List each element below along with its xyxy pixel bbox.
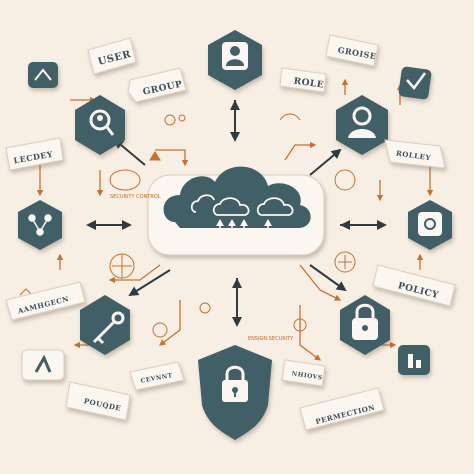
- badge-policy: POLICY: [372, 264, 456, 307]
- orange-decorations: [19, 113, 453, 338]
- orange-connectors: [36, 78, 434, 361]
- hex-key: [80, 295, 130, 355]
- padlock-icon: [352, 303, 378, 340]
- key-icon: [92, 311, 125, 345]
- search-user-icon: [89, 109, 115, 136]
- user-icon: [348, 106, 376, 138]
- hex-lock-right: [408, 200, 452, 250]
- badge-lecdey: LECDEY: [5, 137, 64, 171]
- check-icon: [406, 72, 427, 90]
- tile-chart-bottom-right: [398, 345, 430, 375]
- user-icon: [222, 42, 248, 70]
- hex-user-top: [208, 30, 262, 90]
- badge-pouqde: POUQDE: [65, 381, 131, 421]
- right-caption: ENSIGN SECURITY: [248, 336, 294, 342]
- hex-padlock-right: [340, 295, 390, 355]
- badge-group: GROUP: [127, 67, 187, 103]
- tile-wifi-left: [28, 62, 58, 88]
- badge-nhiovs: NHIOVS: [281, 359, 326, 387]
- hex-role-user: [336, 95, 388, 155]
- label-nhiovs: NHIOVS: [291, 370, 323, 381]
- shield-node: [198, 345, 272, 440]
- left-caption: SECURITY CONTROL: [110, 194, 161, 200]
- central-cloud: [147, 166, 325, 256]
- label-role: ROLE: [293, 77, 325, 91]
- lock-icon: [222, 365, 248, 402]
- chart-icon: [408, 354, 421, 368]
- badge-aamhgecn: AAMHGECN: [5, 281, 86, 321]
- dark-arrows: [86, 100, 387, 327]
- network-icon: [28, 214, 52, 236]
- badge-user: USER: [87, 37, 137, 75]
- badge-cevnnt: CEVNNT: [129, 361, 185, 391]
- tile-check-right: [398, 66, 432, 100]
- wifi-icon: [34, 68, 52, 81]
- hex-network-left: [18, 200, 62, 250]
- badge-role: ROLE: [279, 67, 327, 93]
- padlock-icon: [418, 212, 442, 236]
- badge-groise: GROISE: [325, 34, 379, 67]
- badge-permection: PERMECTION: [299, 387, 385, 431]
- tile-arrow-bottom-left: [21, 349, 65, 381]
- hex-search-user: [75, 95, 125, 155]
- badge-rolley: ROLLEY: [384, 139, 446, 169]
- arrow-icon: [34, 354, 52, 373]
